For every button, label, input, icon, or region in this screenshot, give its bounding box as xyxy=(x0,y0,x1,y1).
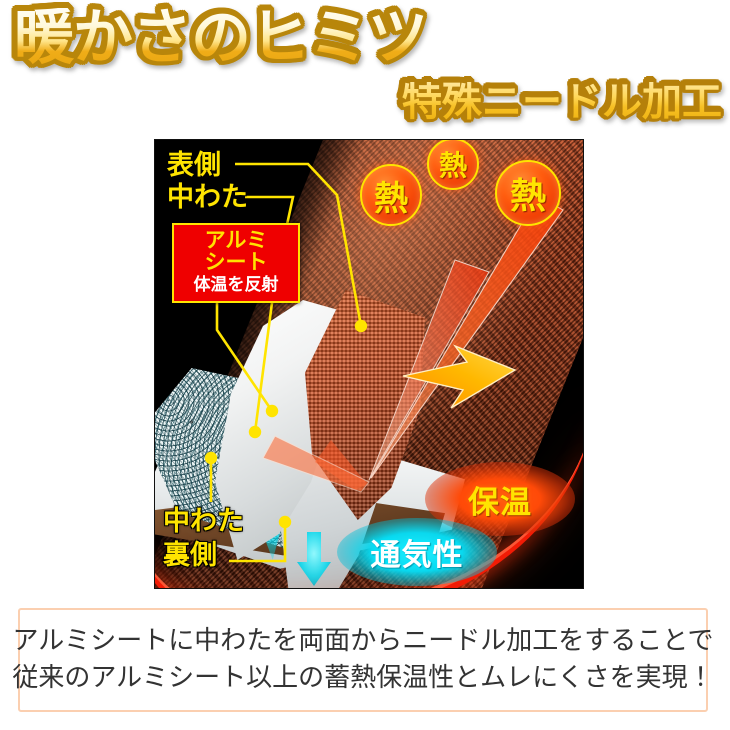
caption-box: アルミシートに中わたを両面からニードル加工をすることで 従来のアルミシート以上の… xyxy=(12,608,714,712)
heat-badge-label: 熱 xyxy=(438,149,467,182)
page-subtitle: 特殊ニードル加工 xyxy=(402,79,722,125)
label-back-side: 裏側 xyxy=(163,540,217,571)
caption-line-2: 従来のアルミシート以上の蓄熱保温性とムレにくさを実現！ xyxy=(12,663,714,693)
alu-callout-line1: アルミ xyxy=(204,228,268,252)
alu-callout-line3: 体温を反射 xyxy=(193,274,279,295)
cross-section-diagram: 保温 通気性 熱 熱 熱 xyxy=(155,140,583,588)
heat-badge-label: 熱 xyxy=(509,176,546,217)
warmth-tag-label: 保温 xyxy=(468,484,532,521)
aluminium-sheet-callout: アルミ シート 体温を反射 xyxy=(172,223,300,304)
label-wadding-bottom: 中わた xyxy=(163,506,244,537)
diagram-artwork: 保温 通気性 熱 熱 熱 xyxy=(155,140,583,588)
heat-badge-1: 熱 xyxy=(360,164,422,226)
page-title: 暖かさのヒミツ xyxy=(14,3,428,73)
heat-badge-3: 熱 xyxy=(495,160,561,226)
label-wadding-top: 中わた xyxy=(167,182,248,213)
heat-badge-2: 熱 xyxy=(427,140,479,190)
alu-callout-line2: シート xyxy=(204,249,268,274)
caption-line-1: アルミシートに中わたを両面からニードル加工をすることで xyxy=(12,626,714,657)
label-face-side: 表側 xyxy=(167,150,221,181)
breathability-tag-label: 通気性 xyxy=(370,538,464,573)
breathability-tag: 通気性 xyxy=(337,518,497,586)
heat-badge-label: 熱 xyxy=(374,178,408,219)
